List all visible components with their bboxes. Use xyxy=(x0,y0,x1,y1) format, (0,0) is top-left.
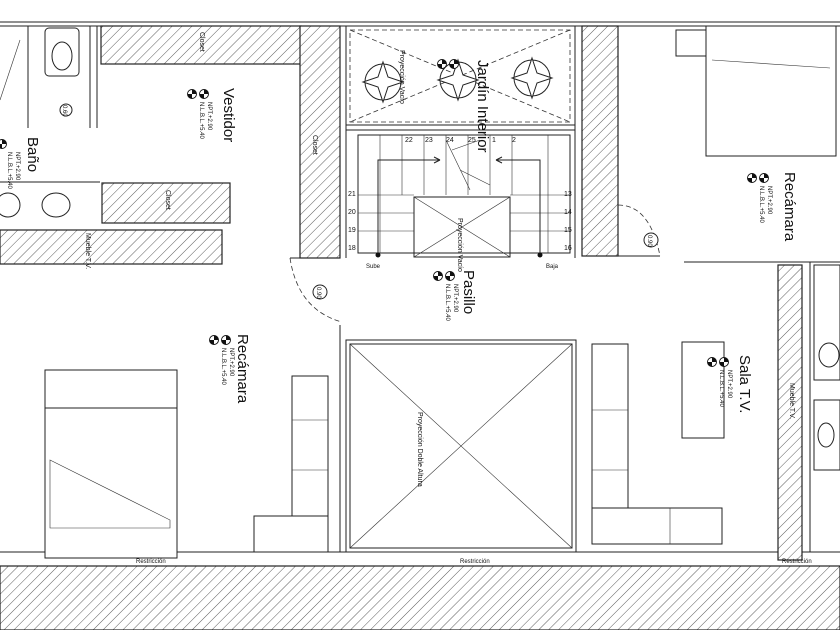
svg-text:N.L.B.L.+5.40: N.L.B.L.+5.40 xyxy=(758,186,764,224)
stair-void xyxy=(413,196,511,258)
mueble-tv-label: Mueble T.V. xyxy=(788,383,795,419)
tv-table xyxy=(681,341,725,439)
svg-text:N.L.B.L.+5.40: N.L.B.L.+5.40 xyxy=(6,152,12,190)
svg-text:24: 24 xyxy=(446,137,454,144)
bed-right xyxy=(705,25,837,157)
restriccion-label: Restricción xyxy=(782,559,812,565)
svg-text:1: 1 xyxy=(492,137,496,144)
svg-text:NPT.+2.90: NPT.+2.90 xyxy=(14,152,20,181)
svg-text:23: 23 xyxy=(425,137,433,144)
svg-text:N.L.B.L.+5.40: N.L.B.L.+5.40 xyxy=(198,102,204,140)
svg-text:13: 13 xyxy=(564,191,572,198)
door-size-label: 0.60 xyxy=(61,105,67,117)
sink-icon xyxy=(41,192,71,218)
svg-text:25: 25 xyxy=(468,137,476,144)
svg-text:NPT.+2.90: NPT.+2.90 xyxy=(206,102,212,131)
room-sala-tv: Sala T.V. xyxy=(736,355,753,413)
bath-fixtures xyxy=(0,27,840,471)
walls xyxy=(0,21,840,630)
level-texts: NPT.+2.90 N.L.B.L.+5.40 NPT.+2.90 N.L.B.… xyxy=(6,102,772,408)
closet-label: Closet xyxy=(164,190,171,210)
garden-plants xyxy=(349,29,571,123)
svg-text:Sube: Sube xyxy=(366,264,381,270)
closet-label: Closet xyxy=(198,32,205,52)
svg-text:19: 19 xyxy=(348,227,356,234)
misc-labels: Closet Closet Closet Mueble T.V. Mueble … xyxy=(59,32,812,565)
svg-text:15: 15 xyxy=(564,227,572,234)
svg-text:22: 22 xyxy=(405,137,413,144)
closet-block xyxy=(101,182,231,224)
room-jardin: Jardín Interior xyxy=(474,60,491,153)
door-size-label: 0.90 xyxy=(646,235,652,247)
proyeccion-vacio-stair: Proyección Vacío xyxy=(456,218,463,272)
svg-text:2: 2 xyxy=(512,137,516,144)
svg-text:20: 20 xyxy=(348,209,356,216)
svg-text:NPT.+2.90: NPT.+2.90 xyxy=(726,370,732,399)
svg-text:NPT.+2.90: NPT.+2.90 xyxy=(228,348,234,377)
closet-label: Closet xyxy=(311,135,318,155)
svg-text:N.L.B.L.+5.40: N.L.B.L.+5.40 xyxy=(220,348,226,386)
svg-text:21: 21 xyxy=(348,191,356,198)
svg-text:14: 14 xyxy=(564,209,572,216)
recamara-left-wall xyxy=(581,25,619,257)
stair-numbers: 22 23 24 25 1 2 21 20 19 18 13 14 15 16 … xyxy=(348,137,572,270)
restriction-band xyxy=(0,565,840,630)
mueble-tv-left xyxy=(0,229,223,265)
staircase xyxy=(357,134,571,258)
svg-text:N.L.B.L.+5.40: N.L.B.L.+5.40 xyxy=(444,284,450,322)
doors xyxy=(289,204,661,323)
vestidor-top-wall xyxy=(100,25,302,65)
sink-icon xyxy=(818,342,840,368)
proyeccion-vacio-top: Proyección Vacío xyxy=(398,50,405,104)
room-recamara-right: Recámara xyxy=(781,172,798,242)
svg-text:16: 16 xyxy=(564,245,572,252)
sink-icon xyxy=(0,192,21,218)
svg-text:Baja: Baja xyxy=(546,264,559,270)
room-labels: Vestidor Baño Jardín Interior Recámara P… xyxy=(24,60,798,413)
toilet-icon xyxy=(817,422,835,448)
plant-icon xyxy=(510,56,554,100)
proyeccion-doble-altura: Proyección Doble Altura xyxy=(416,412,423,487)
room-vestidor: Vestidor xyxy=(220,88,237,142)
toilet-icon xyxy=(51,41,73,71)
vestidor-right-wall xyxy=(299,25,341,259)
room-pasillo: Pasillo xyxy=(460,270,477,314)
svg-text:NPT.+2.90: NPT.+2.90 xyxy=(766,186,772,215)
mueble-tv-label: Mueble T.V. xyxy=(84,233,91,269)
room-bano: Baño xyxy=(24,137,41,172)
svg-text:18: 18 xyxy=(348,245,356,252)
doble-altura-frame xyxy=(345,339,577,553)
restriccion-label: Restricción xyxy=(460,559,490,565)
restriccion-label: Restricción xyxy=(136,559,166,565)
mueble-tv-right xyxy=(777,264,803,561)
door-size-label: 0.90 xyxy=(315,287,321,299)
plant-icon xyxy=(361,60,405,104)
furniture xyxy=(44,25,837,559)
svg-text:NPT.+2.90: NPT.+2.90 xyxy=(452,284,458,313)
svg-text:N.L.B.L.+5.40: N.L.B.L.+5.40 xyxy=(718,370,724,408)
room-recamara-left: Recámara xyxy=(234,334,251,404)
